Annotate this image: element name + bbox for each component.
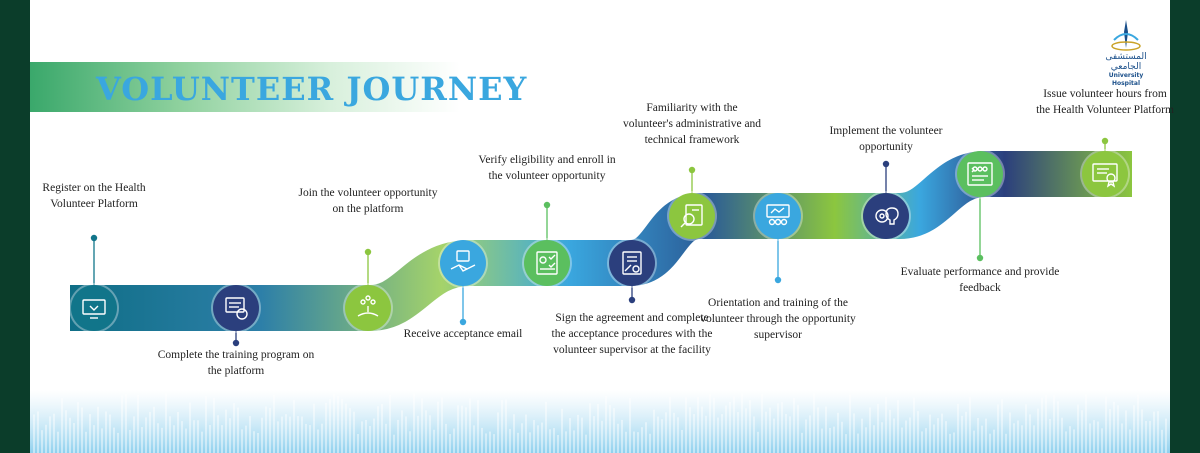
step-label: Join the volunteer opportunity on the pl…: [298, 187, 438, 215]
step-label: Evaluate performance and provide feedbac…: [900, 266, 1060, 294]
step-node: [1080, 149, 1130, 199]
step-node: [667, 191, 717, 241]
step-node-circle: [1082, 151, 1128, 197]
step-node-circle: [957, 151, 1003, 197]
step-label: Verify eligibility and enroll in the vol…: [478, 154, 616, 182]
step-node-circle: [669, 193, 715, 239]
step-label: Register on the Health Volunteer Platfor…: [42, 182, 146, 210]
document-search-icon: [680, 204, 703, 228]
presentation-icon: [766, 204, 790, 226]
step-connector-dot: [774, 276, 782, 284]
contract-icon: [622, 251, 642, 275]
logo-english-text: University Hospital: [1108, 72, 1144, 87]
step-connector-dot: [882, 160, 890, 168]
step-label: Sign the agreement and complete the acce…: [551, 312, 713, 356]
stars-hand-icon: [357, 295, 379, 317]
step-node: [861, 191, 911, 241]
certificate-icon: [1092, 163, 1118, 188]
step-node: [211, 283, 261, 333]
monitor-icon: [82, 299, 106, 319]
logo-arabic-text: المستشفى الجامعي: [1105, 52, 1147, 72]
title-band: [30, 62, 460, 112]
step-node-circle: [71, 285, 117, 331]
step-connector-dot: [976, 254, 984, 262]
rating-icon: [967, 162, 993, 186]
online-course-icon: [225, 297, 248, 320]
gear-bulb-icon: [875, 207, 899, 225]
left-frame: [0, 0, 30, 453]
step-node: [438, 238, 488, 288]
step-label: Issue volunteer hours from the Health Vo…: [1036, 88, 1174, 116]
step-connector-dot: [688, 166, 696, 174]
step-connector-dot: [90, 234, 98, 242]
step-node: [753, 191, 803, 241]
journey-path: [70, 151, 1132, 331]
page-title: VOLUNTEER JOURNEY: [96, 70, 528, 108]
bottom-wave-backdrop: [30, 390, 1170, 453]
step-node-circle: [213, 285, 259, 331]
logo-emblem-icon: [1111, 20, 1141, 51]
bottom-wave-pattern: [33, 393, 1167, 453]
step-connector-dot: [1101, 137, 1109, 145]
right-frame: [1170, 0, 1200, 453]
step-node: [522, 238, 572, 288]
step-label: Implement the volunteer opportunity: [829, 125, 943, 153]
step-node: [343, 283, 393, 333]
step-label: Familiarity with the volunteer's adminis…: [622, 102, 762, 146]
step-node: [955, 149, 1005, 199]
step-label: Receive acceptance email: [403, 328, 523, 340]
hospital-logo: المستشفى الجامعي University Hospital: [1094, 14, 1158, 87]
step-node: [607, 238, 657, 288]
step-connector-dot: [628, 296, 636, 304]
step-connector-dot: [543, 201, 551, 209]
step-node-circle: [609, 240, 655, 286]
handshake-icon: [450, 250, 476, 272]
step-label: Complete the training program on the pla…: [157, 349, 315, 377]
step-node-circle: [524, 240, 570, 286]
step-connector-dot: [364, 248, 372, 256]
step-node: [69, 283, 119, 333]
checklist-icon: [536, 251, 558, 275]
step-connector-dot: [232, 339, 240, 347]
step-label: Orientation and training of the voluntee…: [700, 297, 856, 341]
step-node-circle: [440, 240, 486, 286]
step-connector-dot: [459, 318, 467, 326]
step-node-circle: [755, 193, 801, 239]
